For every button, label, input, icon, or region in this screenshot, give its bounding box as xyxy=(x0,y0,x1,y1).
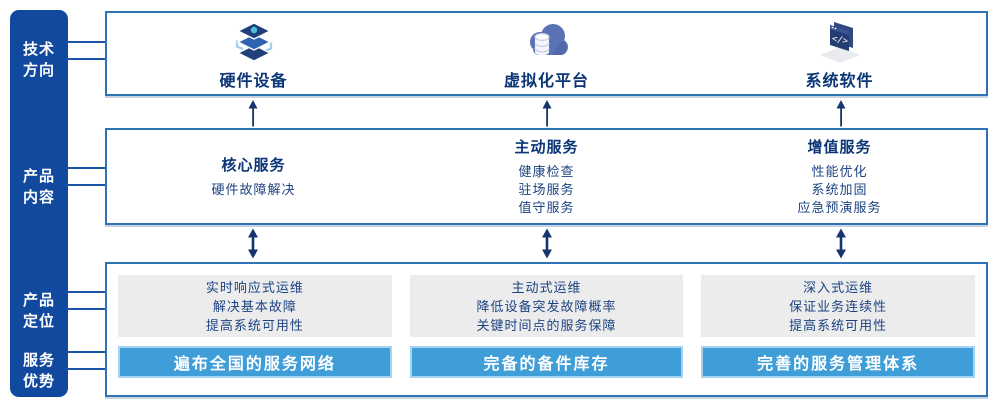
position-column: 实时响应式运维 解决基本故障 提高系统可用性 遍布全国的服务网络 xyxy=(118,275,392,395)
service-item: 应急预演服务 xyxy=(797,200,882,215)
position-line: 关键时间点的服务保障 xyxy=(476,317,617,333)
cloud-database-icon xyxy=(523,17,571,65)
service-item: 性能优化 xyxy=(811,164,868,179)
connector-line xyxy=(66,308,107,310)
connector-line xyxy=(66,167,107,169)
connector-line xyxy=(66,368,107,370)
service-item: 健康检查 xyxy=(518,164,575,179)
service-item: 系统加固 xyxy=(811,182,868,197)
connector-line xyxy=(66,184,107,186)
svg-text:</>: </> xyxy=(830,34,848,47)
tech-item-hardware: 硬件设备 xyxy=(107,13,400,94)
double-arrow xyxy=(836,228,846,259)
tech-label-hardware: 硬件设备 xyxy=(219,72,288,90)
sidebar: 技术 方向 产品 内容 产品 定位 服务 优势 xyxy=(10,10,68,397)
up-arrow xyxy=(836,100,846,127)
service-title: 核心服务 xyxy=(221,157,286,174)
position-line: 提高系统可用性 xyxy=(205,317,304,333)
tech-label-system-software: 系统软件 xyxy=(805,72,874,90)
position-line: 主动式运维 xyxy=(511,279,582,295)
advantage-bar: 完善的服务管理体系 xyxy=(701,346,976,378)
tech-label-virtualization: 虚拟化平台 xyxy=(503,72,589,90)
position-line: 解决基本故障 xyxy=(212,298,297,314)
sidebar-label-product-content: 产品 内容 xyxy=(22,168,55,206)
service-title: 增值服务 xyxy=(807,139,872,156)
service-item: 硬件故障解决 xyxy=(211,182,296,197)
service-item: 驻场服务 xyxy=(518,182,575,197)
position-line: 降低设备突发故障概率 xyxy=(476,298,617,314)
service-column-value-added: 增值服务 性能优化 系统加固 应急预演服务 xyxy=(693,130,986,223)
server-stack-icon xyxy=(230,17,278,65)
up-arrow xyxy=(542,100,552,127)
position-line: 实时响应式运维 xyxy=(205,279,304,295)
position-statement-box: 深入式运维 保证业务连续性 提高系统可用性 xyxy=(701,275,976,337)
position-statement-box: 主动式运维 降低设备突发故障概率 关键时间点的服务保障 xyxy=(409,275,684,337)
code-window-icon: </> xyxy=(816,17,864,65)
tech-item-system-software: </> 系统软件 xyxy=(693,13,986,94)
sidebar-label-product-position: 产品 定位 xyxy=(22,292,55,330)
connector-line xyxy=(66,351,107,353)
tech-direction-box: 硬件设备 虚拟化平台 xyxy=(105,11,988,96)
position-column: 主动式运维 降低设备突发故障概率 关键时间点的服务保障 完备的备件库存 xyxy=(409,275,684,395)
product-content-box: 核心服务 硬件故障解决 主动服务 健康检查 驻场服务 值守服务 增值服务 性能优… xyxy=(105,128,988,225)
product-position-box: 实时响应式运维 解决基本故障 提高系统可用性 遍布全国的服务网络 主动式运维 降… xyxy=(105,262,988,397)
connector-line xyxy=(66,58,107,60)
advantage-bar: 完备的备件库存 xyxy=(409,346,684,378)
service-column-core: 核心服务 硬件故障解决 xyxy=(107,130,400,223)
double-arrow xyxy=(248,228,258,259)
position-column: 深入式运维 保证业务连续性 提高系统可用性 完善的服务管理体系 xyxy=(701,275,976,395)
service-title: 主动服务 xyxy=(514,139,579,156)
sidebar-label-service-advantage: 服务 优势 xyxy=(22,352,55,390)
position-line: 深入式运维 xyxy=(803,279,874,295)
connector-line xyxy=(66,41,107,43)
position-line: 保证业务连续性 xyxy=(789,298,888,314)
position-statement-box: 实时响应式运维 解决基本故障 提高系统可用性 xyxy=(118,275,392,337)
connector-line xyxy=(66,291,107,293)
up-arrow xyxy=(248,100,258,127)
sidebar-label-tech-direction: 技术 方向 xyxy=(22,41,55,79)
service-item: 值守服务 xyxy=(518,200,575,215)
advantage-bar: 遍布全国的服务网络 xyxy=(118,346,392,378)
service-column-proactive: 主动服务 健康检查 驻场服务 值守服务 xyxy=(400,130,693,223)
double-arrow xyxy=(542,228,552,259)
tech-item-virtualization: 虚拟化平台 xyxy=(400,13,693,94)
position-line: 提高系统可用性 xyxy=(789,317,888,333)
